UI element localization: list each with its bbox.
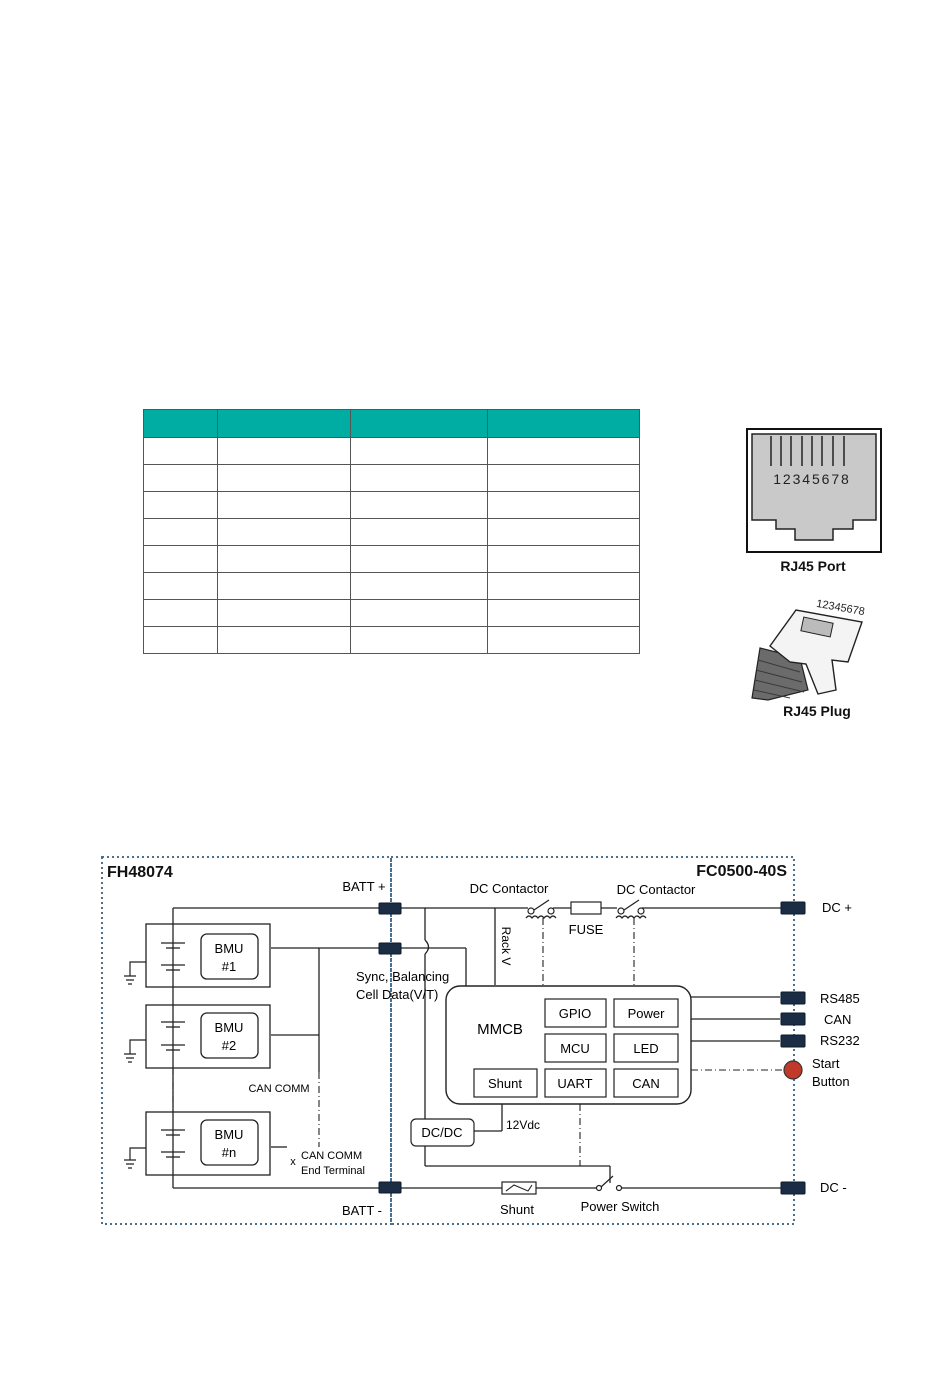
fc0500-title: FC0500-40S xyxy=(696,863,787,880)
rj45-port-socket xyxy=(751,433,877,541)
batt-plus-label: BATT + xyxy=(342,879,385,894)
mmcb-label: MMCB xyxy=(477,1021,523,1038)
rs232-label: RS232 xyxy=(820,1033,860,1048)
fh48074-title: FH48074 xyxy=(107,864,173,881)
table-cell xyxy=(143,545,218,573)
table-cell xyxy=(350,491,488,519)
can-comm-end-label-1: CAN COMM xyxy=(301,1150,362,1162)
dc-contactor-2-icon xyxy=(615,899,647,919)
uart-module: UART xyxy=(557,1076,592,1091)
battery-module-n: BMU #n xyxy=(145,1111,271,1176)
table-cell xyxy=(143,626,218,654)
mcu-module: MCU xyxy=(560,1041,590,1056)
rj45-port-figure: 12345678 RJ45 Port xyxy=(746,428,882,574)
start-label-1: Start xyxy=(812,1056,840,1071)
table-row xyxy=(143,626,640,654)
table-row xyxy=(143,464,640,492)
mmcb-modules xyxy=(473,998,679,1098)
table-row xyxy=(143,491,640,519)
rj45-plug-cable-texture xyxy=(753,659,805,699)
power-switch-icon xyxy=(595,1175,623,1192)
rj45-plug-figure: 12345678 RJ45 Plug xyxy=(751,598,866,719)
rj45-plug-label: RJ45 Plug xyxy=(783,703,851,719)
dashed-wiring xyxy=(172,918,786,1166)
can-comm-end-x-icon: x xyxy=(290,1156,296,1168)
table-cell xyxy=(350,599,488,627)
table-header-cell xyxy=(143,409,218,438)
can-port-label: CAN xyxy=(824,1012,851,1027)
ground-icons xyxy=(124,961,146,1169)
table-cell xyxy=(350,626,488,654)
dc-contactor-1-icon xyxy=(525,899,557,919)
table-cell xyxy=(487,518,640,546)
connector-icons xyxy=(378,901,806,1195)
dc-contactor-2-label: DC Contactor xyxy=(617,882,696,897)
rj45-port-contacts xyxy=(770,436,845,466)
table-cell xyxy=(143,572,218,600)
rj45-port-pin-numbers: 12345678 xyxy=(773,471,851,487)
dcdc-box xyxy=(410,1118,475,1147)
fuse-icon xyxy=(570,901,602,915)
table-cell xyxy=(217,437,351,465)
bmu-1-label: BMU xyxy=(215,941,244,956)
power-module: Power xyxy=(628,1006,666,1021)
table-row xyxy=(143,572,640,600)
can-module: CAN xyxy=(632,1076,659,1091)
dc-plus-label: DC + xyxy=(822,900,852,915)
bmu-n-label: BMU xyxy=(215,1127,244,1142)
bmu-2-label: BMU xyxy=(215,1020,244,1035)
table-cell xyxy=(217,545,351,573)
can-comm-end-label-2: End Terminal xyxy=(301,1165,365,1177)
rj45-port-label: RJ45 Port xyxy=(780,558,846,574)
battery-module-2: BMU #2 xyxy=(145,1004,271,1069)
start-button-icon xyxy=(783,1060,803,1080)
shunt-module: Shunt xyxy=(488,1076,522,1091)
table-header-cell xyxy=(487,409,640,438)
sync-label-2: Cell Data(V/T) xyxy=(356,987,438,1002)
bmu-2-number: #2 xyxy=(222,1038,236,1053)
fh48074-enclosure xyxy=(101,856,392,1225)
rack-v-label: Rack V xyxy=(499,927,513,966)
start-label-2: Button xyxy=(812,1074,850,1089)
shunt-icon xyxy=(501,1181,537,1195)
batt-minus-label: BATT - xyxy=(342,1203,382,1218)
led-module: LED xyxy=(633,1041,658,1056)
gpio-module: GPIO xyxy=(559,1006,592,1021)
power-switch-label: Power Switch xyxy=(581,1199,660,1214)
table-cell xyxy=(487,572,640,600)
table-header-cell xyxy=(350,409,488,438)
dc-minus-label: DC - xyxy=(820,1180,847,1195)
bmu-n-number: #n xyxy=(222,1145,236,1160)
v12-label: 12Vdc xyxy=(506,1118,540,1132)
system-diagram: FH48074 FC0500-40S xyxy=(101,856,860,1225)
table-cell xyxy=(217,626,351,654)
battery-module-1: BMU #1 xyxy=(145,923,271,988)
pin-table xyxy=(143,409,640,654)
table-row xyxy=(143,518,640,546)
can-comm-label: CAN COMM xyxy=(248,1083,309,1095)
dcdc-label: DC/DC xyxy=(421,1125,462,1140)
fuse-label: FUSE xyxy=(569,922,604,937)
sync-label-1: Sync, Balancing xyxy=(356,969,449,984)
rj45-plug-body xyxy=(769,609,863,695)
rj45-plug-contacts xyxy=(800,616,834,638)
dc-contactor-1-label: DC Contactor xyxy=(470,881,549,896)
bmu-1-number: #1 xyxy=(222,959,236,974)
rs485-label: RS485 xyxy=(820,991,860,1006)
table-cell xyxy=(487,626,640,654)
shunt-label: Shunt xyxy=(500,1202,534,1217)
table-row xyxy=(143,545,640,573)
